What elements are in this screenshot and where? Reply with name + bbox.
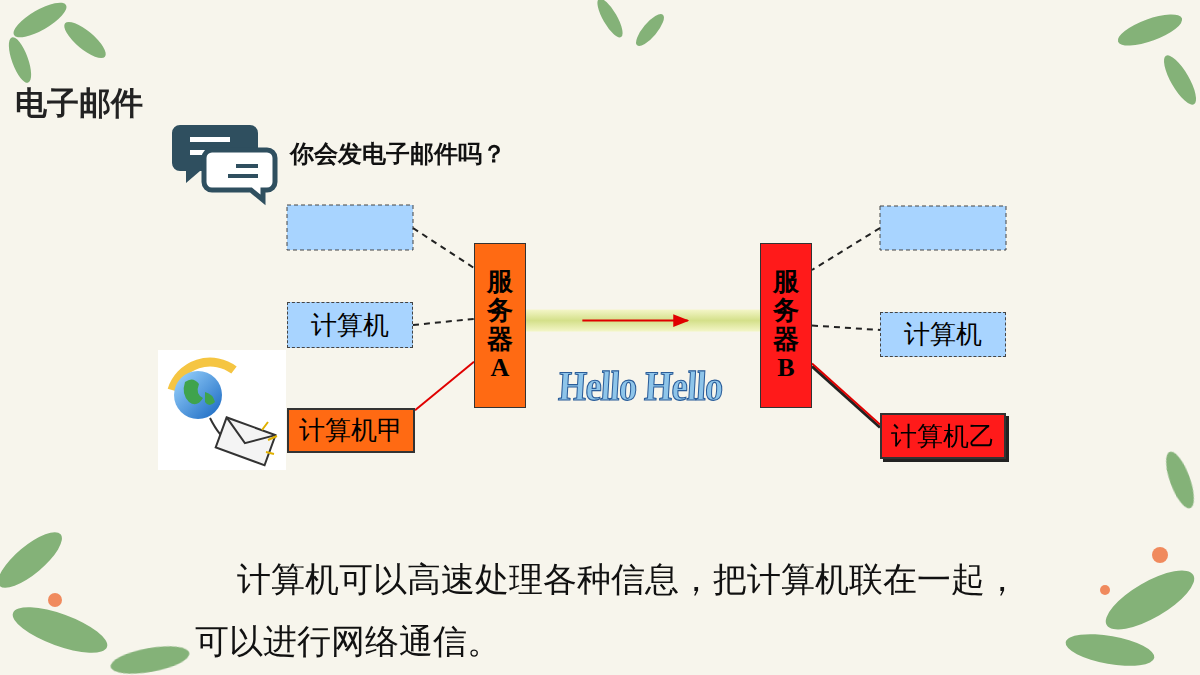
network-link: [526, 310, 760, 332]
speech-icon: [172, 125, 275, 200]
node-label: 计算机甲: [299, 413, 403, 448]
node-label: 计算机: [904, 317, 982, 352]
link-line: [415, 362, 474, 410]
connector: [413, 319, 474, 325]
connector: [812, 326, 880, 331]
server-box: 服务器B: [760, 243, 812, 408]
caption: 计算机可以高速处理各种信息，把计算机联在一起，可以进行网络通信。: [195, 548, 1045, 672]
connector: [812, 363, 880, 427]
blank-computer-box: [287, 205, 1006, 270]
node-label: 计算机乙: [891, 419, 995, 454]
computer-box: 计算机: [880, 312, 1006, 357]
question-text: 你会发电子邮件吗？: [290, 138, 506, 170]
sender-computer-box: 计算机甲: [287, 408, 415, 453]
direction-arrow: [582, 320, 687, 322]
email-globe-illustration: [158, 350, 286, 470]
slide-title: 电子邮件: [15, 82, 143, 126]
connector: [415, 362, 474, 410]
hello-wordart: Hello Hello: [557, 362, 724, 410]
node-label: 服务器B: [773, 268, 799, 382]
link-shadow: [812, 366, 880, 427]
node-label: 服务器A: [487, 268, 513, 382]
computer-box: 计算机: [287, 302, 413, 348]
connector: [526, 310, 760, 332]
node-label: 计算机: [311, 308, 389, 343]
link-line: [413, 319, 474, 325]
receiver-computer-box: 计算机乙: [880, 413, 1006, 459]
server-box: 服务器A: [474, 243, 526, 408]
link-line: [812, 326, 880, 331]
link-line: [812, 363, 880, 424]
